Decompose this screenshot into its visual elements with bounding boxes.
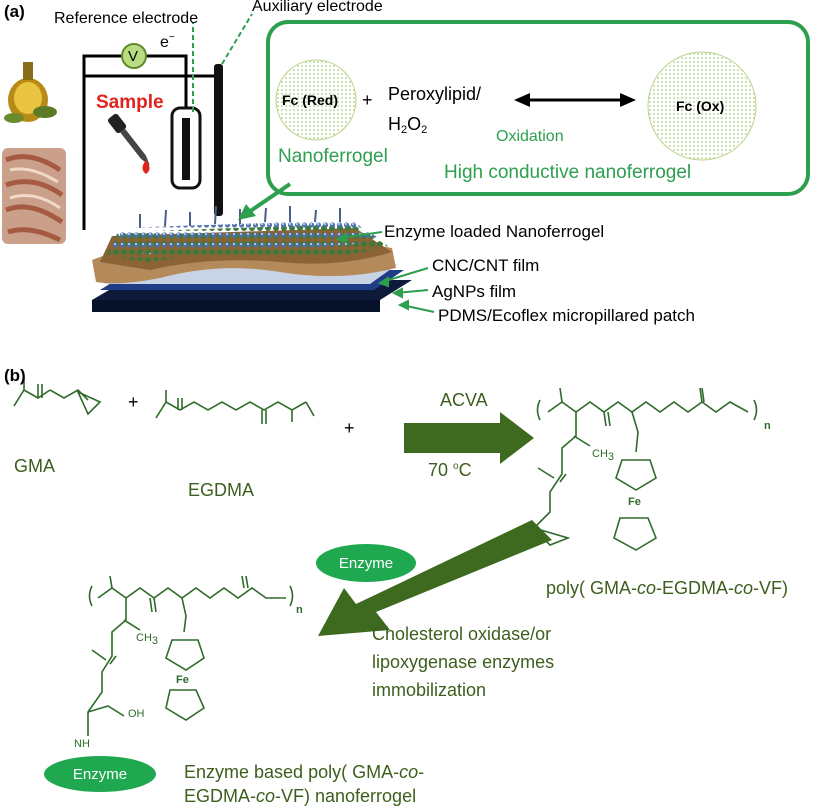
pdms-label: PDMS/Ecoflex micropillared patch — [438, 306, 695, 325]
voltmeter-icon — [121, 43, 147, 69]
enzyme-pill-bottom: Enzyme — [44, 756, 156, 792]
polymer-name-b: -EGDMA- — [656, 578, 735, 598]
panel-b-label: (b) — [4, 366, 26, 385]
final-1a: Enzyme based poly( GMA- — [184, 762, 400, 782]
electron-label: e− — [160, 32, 175, 52]
final-2b: -VF) nanoferrogel — [275, 786, 417, 806]
polymer-name-co1: co — [637, 578, 657, 598]
reference-electrode-label: Reference electrode — [54, 10, 199, 27]
oxidation-label: Oxidation — [496, 128, 564, 145]
reference-electrode-icon — [170, 106, 202, 190]
h2o2-o: O — [407, 114, 422, 134]
temp-degree: o — [453, 461, 459, 472]
top-ch3-sub: 3 — [607, 451, 615, 463]
final-line-1: Enzyme based poly( GMA-co- — [184, 762, 424, 783]
immob-line-2: lipoxygenase enzymes — [372, 652, 555, 672]
olive-oil-icon — [4, 62, 57, 123]
fc-ox-circle — [647, 51, 757, 161]
reaction-pointer — [244, 182, 292, 216]
h2o2-h: H — [388, 114, 401, 134]
egdma-label: EGDMA — [188, 480, 255, 500]
electron-text: e — [160, 34, 169, 51]
fc-red-label: Fc (Red) — [282, 92, 338, 108]
oh-label: OH — [128, 708, 145, 720]
immobilization-arrow — [318, 520, 552, 636]
panel-a-label: (a) — [4, 2, 25, 21]
bottom-fe: Fe — [176, 674, 189, 686]
plus-2: + — [344, 418, 355, 438]
auxiliary-electrode-label: Auxiliary electrode — [252, 0, 383, 15]
polymer-name-a: poly( GMA- — [546, 578, 638, 598]
fc-ox-label: Fc (Ox) — [676, 98, 725, 114]
sensor-device-stack — [92, 205, 412, 312]
sample-label: Sample — [96, 92, 164, 113]
egdma-structure — [155, 390, 315, 424]
gma-label: GMA — [14, 456, 56, 476]
auxiliary-leader-line — [221, 13, 253, 65]
electron-charge: − — [168, 32, 175, 43]
temp-unit: C — [458, 460, 472, 480]
fc-red-circle — [275, 59, 357, 141]
h2o2-label: H2O2 — [388, 114, 427, 136]
layer-leader-lines — [335, 231, 435, 313]
agnps-label: AgNPs film — [432, 282, 517, 301]
polymer-name: poly( GMA-co-EGDMA-co-VF) — [546, 578, 788, 599]
cnc-cnt-label: CNC/CNT film — [432, 256, 540, 275]
acva-arrow — [404, 412, 534, 464]
polymer-name-co2: co — [734, 578, 754, 598]
nh-label: NH — [74, 738, 90, 750]
final-2a: EGDMA- — [184, 786, 256, 806]
temp-value: 70 — [428, 460, 454, 480]
enzyme-pill-top: Enzyme — [316, 544, 416, 582]
bottom-ch3-sub: 3 — [151, 635, 159, 647]
bottom-ch3: CH3 — [136, 632, 158, 647]
final-1co: co — [399, 762, 419, 782]
voltmeter-label: V — [128, 48, 139, 65]
bottom-ch3-text: CH — [136, 632, 152, 644]
top-polymer-structure — [533, 387, 758, 551]
bacon-icon — [2, 148, 66, 244]
final-line-2: EGDMA-co-VF) nanoferrogel — [184, 786, 416, 807]
final-2co: co — [256, 786, 276, 806]
bottom-n: n — [296, 604, 303, 616]
enzyme-loaded-label: Enzyme loaded Nanoferrogel — [384, 222, 605, 241]
final-1b: - — [418, 762, 425, 782]
auxiliary-electrode-rod — [214, 64, 223, 216]
top-ch3: CH3 — [592, 448, 614, 463]
immob-line-3: immobilization — [372, 680, 487, 700]
dropper-icon — [108, 113, 150, 166]
oxidation-double-arrow — [514, 93, 636, 107]
reaction-plus: + — [362, 90, 373, 110]
immob-line-1: Cholesterol oxidase/or — [372, 624, 552, 644]
bottom-polymer-structure — [87, 575, 294, 736]
h2o2-sub1: 2 — [401, 124, 408, 136]
gma-structure — [13, 378, 102, 416]
plus-1: + — [128, 392, 139, 412]
droplet-icon — [142, 160, 150, 174]
temperature-label: 70 oC — [428, 460, 472, 481]
high-conductive-label: High conductive nanoferrogel — [444, 162, 692, 183]
nanoferrogel-label: Nanoferrogel — [278, 146, 388, 167]
top-ch3-text: CH — [592, 448, 608, 460]
top-n: n — [764, 420, 771, 432]
acva-label: ACVA — [440, 390, 488, 410]
polymer-name-c: -VF) — [753, 578, 789, 598]
top-fe: Fe — [628, 496, 641, 508]
peroxylipid-label: Peroxylipid/ — [388, 84, 482, 104]
h2o2-sub2: 2 — [421, 124, 428, 136]
